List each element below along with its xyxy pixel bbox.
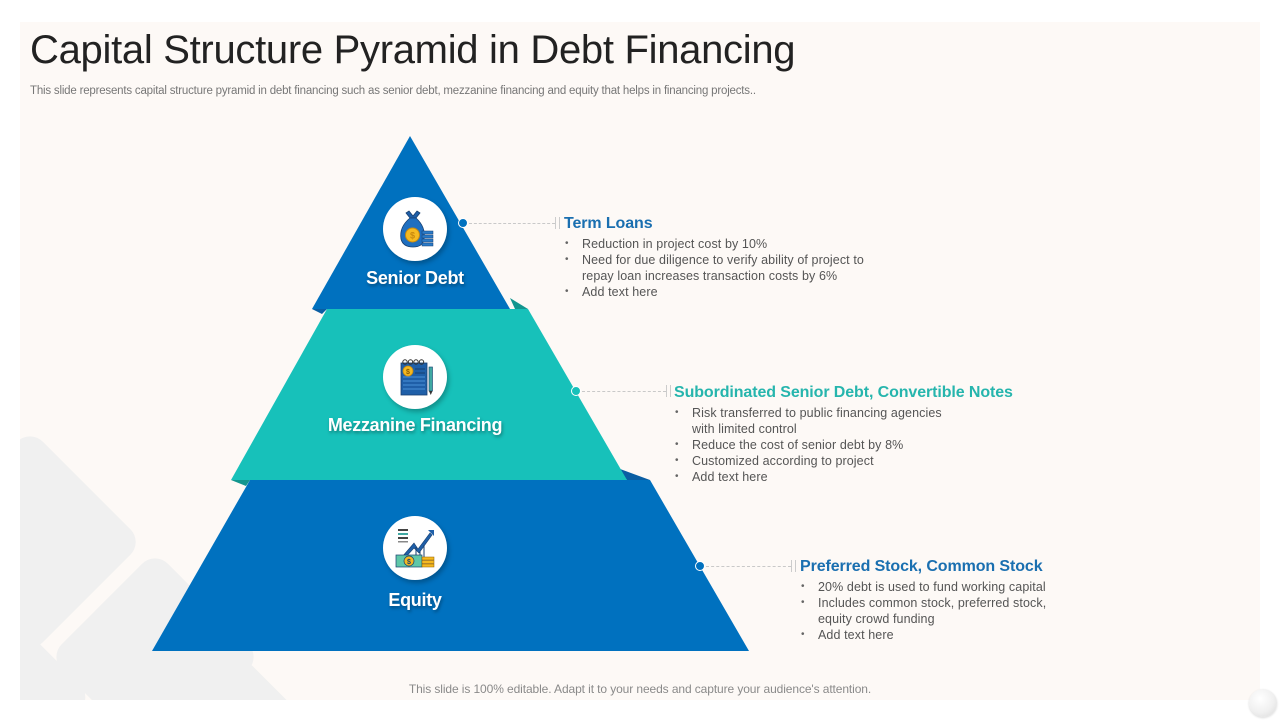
tier-shadow (510, 298, 528, 309)
info-bullet: Reduce the cost of senior debt by 8% (674, 437, 964, 453)
info-block-senior-debt: Term Loans Reduction in project cost by … (564, 215, 884, 300)
info-bullet: Add text here (800, 627, 1070, 643)
info-bullet: 20% debt is used to fund working capital (800, 579, 1070, 595)
info-block-equity: Preferred Stock, Common Stock 20% debt i… (800, 558, 1070, 643)
info-heading: Term Loans (564, 215, 653, 232)
pyramid-tier-equity (152, 480, 749, 651)
info-bullet-list: Reduction in project cost by 10% Need fo… (564, 236, 884, 300)
notepad-pen-icon: $ (400, 359, 433, 396)
tier-label-equity: Equity (388, 590, 442, 610)
info-bullet-list: Risk transferred to public financing age… (674, 405, 964, 485)
corner-decoration (1249, 689, 1277, 717)
footer-note: This slide is 100% editable. Adapt it to… (408, 682, 872, 696)
connector-bracket (666, 385, 671, 397)
tier-label-mezzanine-financing: Mezzanine Financing (327, 415, 503, 435)
info-heading: Subordinated Senior Debt, Convertible No… (674, 384, 1013, 401)
svg-text:$: $ (406, 369, 410, 376)
svg-text:$: $ (407, 559, 411, 566)
connector-dot (458, 218, 468, 228)
info-bullet: Add text here (674, 469, 964, 485)
info-block-mezzanine: Subordinated Senior Debt, Convertible No… (674, 384, 1013, 485)
page-title: Capital Structure Pyramid in Debt Financ… (30, 28, 796, 72)
svg-text:$: $ (410, 231, 415, 241)
connector-dot (695, 561, 705, 571)
connector-line (469, 223, 555, 224)
tier-shadow (312, 309, 327, 314)
connector-bracket (555, 217, 560, 229)
info-bullet: Add text here (564, 284, 884, 300)
tier-label-senior-debt: Senior Debt (366, 268, 464, 288)
icon-badge: $ (383, 197, 447, 261)
info-heading: Preferred Stock, Common Stock (800, 558, 1043, 575)
info-bullet: Risk transferred to public financing age… (674, 405, 964, 437)
icon-badge: $ (383, 345, 447, 409)
connector-line (582, 391, 666, 392)
tier-shadow (612, 466, 650, 480)
connector-line (706, 566, 791, 567)
info-bullet-list: 20% debt is used to fund working capital… (800, 579, 1070, 643)
info-bullet: Need for due diligence to verify ability… (564, 252, 884, 284)
connector-dot (571, 386, 581, 396)
info-bullet: Reduction in project cost by 10% (564, 236, 884, 252)
connector-bracket (791, 560, 796, 572)
tier-shadow (231, 480, 250, 486)
icon-badge: $ (383, 516, 447, 580)
growth-chart-money-icon: $ (395, 529, 435, 568)
money-bag-icon: $ (400, 210, 434, 248)
info-bullet: Includes common stock, preferred stock, … (800, 595, 1070, 627)
info-bullet: Customized according to project (674, 453, 964, 469)
page-subtitle: This slide represents capital structure … (30, 85, 756, 97)
